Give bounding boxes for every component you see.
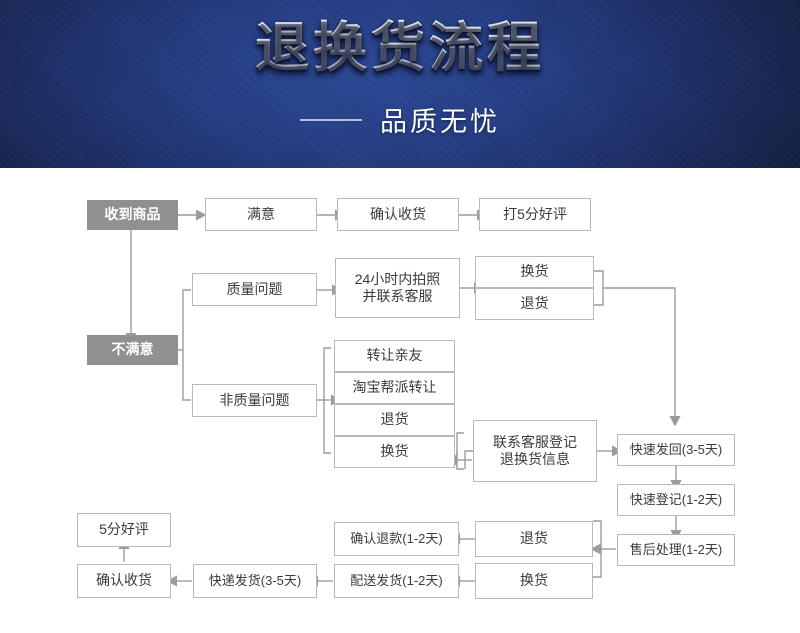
- node-return-bottom[interactable]: 退货: [475, 521, 593, 557]
- node-confirm-receipt-bottom[interactable]: 确认收货: [77, 564, 171, 598]
- node-confirm-refund[interactable]: 确认退款(1-2天): [334, 522, 459, 556]
- node-return-quality[interactable]: 退货: [475, 288, 594, 320]
- node-received-goods[interactable]: 收到商品: [87, 200, 178, 230]
- node-photo-within-24h[interactable]: 24小时内拍照 并联系客服: [335, 258, 460, 318]
- node-fast-send-back[interactable]: 快速发回(3-5天): [617, 434, 735, 466]
- node-express-shipment[interactable]: 快递发货(3-5天): [193, 564, 317, 598]
- page-subtitle: 品质无忧: [380, 107, 500, 137]
- node-non-quality-issue[interactable]: 非质量问题: [192, 384, 317, 417]
- node-after-sales-process[interactable]: 售后处理(1-2天): [617, 534, 735, 566]
- node-exchange-non-quality[interactable]: 换货: [334, 436, 455, 468]
- node-return-non-quality[interactable]: 退货: [334, 404, 455, 436]
- divider-rule: [300, 118, 362, 121]
- header-banner: 退换货流程 品质无忧: [0, 0, 800, 168]
- header-subtitle-group: 品质无忧: [0, 100, 800, 139]
- node-satisfied[interactable]: 满意: [205, 198, 317, 231]
- flowchart: 收到商品 满意 确认收货 打5分好评 不满意 质量问题 24小时内拍照 并联系客…: [0, 168, 800, 633]
- node-exchange-bottom[interactable]: 换货: [475, 563, 593, 599]
- node-fast-register[interactable]: 快速登记(1-2天): [617, 484, 735, 516]
- node-exchange-quality[interactable]: 换货: [475, 256, 594, 288]
- page-title: 退换货流程: [0, 18, 800, 78]
- node-quality-issue[interactable]: 质量问题: [192, 273, 317, 306]
- node-five-star-rating-top[interactable]: 打5分好评: [479, 198, 591, 231]
- node-unsatisfied[interactable]: 不满意: [87, 335, 178, 365]
- node-five-star-rating-bottom[interactable]: 5分好评: [77, 513, 171, 547]
- node-contact-service-register[interactable]: 联系客服登记 退换货信息: [473, 420, 597, 482]
- node-confirm-receipt-top[interactable]: 确认收货: [337, 198, 459, 231]
- node-taobao-group-transfer[interactable]: 淘宝帮派转让: [334, 372, 455, 404]
- node-delivery-shipment[interactable]: 配送发货(1-2天): [334, 564, 459, 598]
- node-transfer-to-friend[interactable]: 转让亲友: [334, 340, 455, 372]
